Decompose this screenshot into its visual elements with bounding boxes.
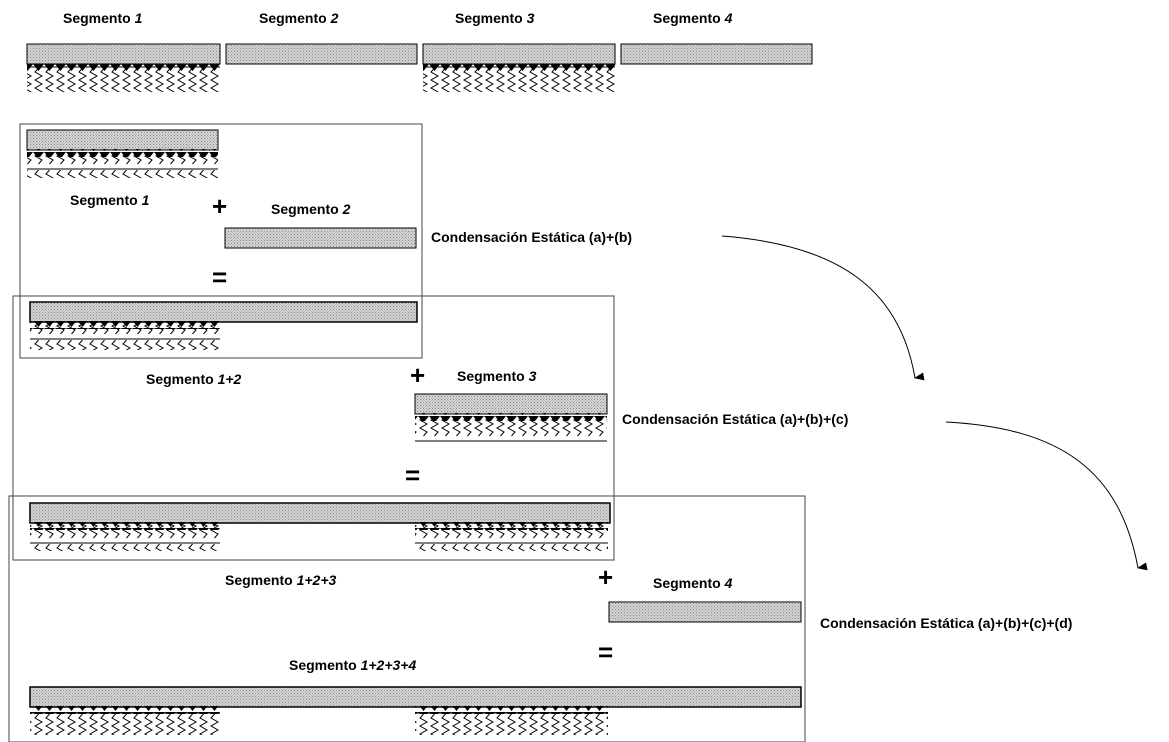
stage-a-plus: +	[212, 191, 227, 221]
row1-segment-2	[225, 43, 418, 65]
stage-b-equals: =	[405, 460, 420, 490]
stage-a-segment-1	[26, 129, 219, 178]
row1-segment-4	[620, 43, 813, 65]
stage-c-equals: =	[598, 637, 613, 667]
stage-c-caption: Condensación Estática (a)+(b)+(c)+(d)	[820, 615, 1072, 631]
stage-b-left-label: Segmento 1+2	[146, 371, 242, 387]
frame-stage-c	[8, 495, 806, 742]
stage-a-arrow	[721, 235, 925, 381]
stage-b-arrow	[945, 421, 1148, 571]
stage-a-right-label: Segmento 2	[271, 201, 351, 217]
row1-segment-1	[26, 43, 221, 92]
stage-b-right-label: Segmento 3	[457, 368, 537, 384]
stage-a-result	[29, 301, 418, 350]
stage-a-caption: Condensación Estática (a)+(b)	[431, 229, 632, 245]
row1-seg4-label: Segmento 4	[653, 10, 733, 26]
stage-c-segment-4	[608, 601, 802, 623]
row1-seg3-label: Segmento 3	[455, 10, 535, 26]
stage-b-segment-3	[414, 393, 608, 442]
row1-labels: Segmento 1 Segmento 2 Segmento 3 Segment…	[63, 10, 733, 26]
stage-c-right-label: Segmento 4	[653, 575, 733, 591]
row1-seg1-label: Segmento 1	[63, 10, 143, 26]
stage-c-result-label: Segmento 1+2+3+4	[289, 657, 416, 673]
frame-stage-a	[19, 123, 423, 359]
stage-c-plus: +	[598, 562, 613, 592]
stage-c-left-label: Segmento 1+2+3	[225, 572, 337, 588]
stage-b-plus: +	[410, 360, 425, 390]
frame-stage-b	[12, 295, 615, 561]
row1-segment-3	[422, 43, 616, 92]
stage-b-result	[29, 502, 611, 551]
stage-b-caption: Condensación Estática (a)+(b)+(c)	[622, 411, 848, 427]
stage-a-equals: =	[212, 262, 227, 292]
stage-c-result	[29, 686, 802, 735]
stage-a-left-label: Segmento 1	[70, 192, 150, 208]
row1-seg2-label: Segmento 2	[259, 10, 339, 26]
stage-a-segment-2	[224, 227, 417, 249]
